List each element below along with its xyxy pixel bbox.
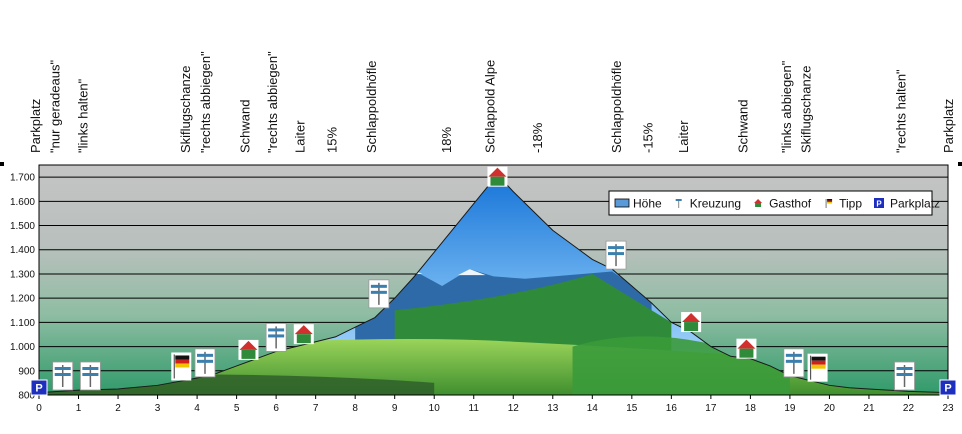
y-tick-label: 1.700 xyxy=(10,173,35,184)
x-tick-label: 23 xyxy=(942,403,954,414)
x-tick-label: 10 xyxy=(429,403,441,414)
house-icon xyxy=(238,339,259,360)
x-tick-label: 13 xyxy=(547,403,559,414)
parking-icon: P xyxy=(874,198,884,209)
svg-text:P: P xyxy=(35,383,42,395)
y-tick-label: 900 xyxy=(18,366,35,377)
route-annotation: Skiflugschanze xyxy=(178,66,193,153)
corner-mark xyxy=(0,162,4,166)
x-tick-label: 4 xyxy=(194,403,200,414)
y-tick-label: 800 xyxy=(18,391,35,402)
flag-icon xyxy=(825,199,833,208)
legend-label: Gasthof xyxy=(769,197,812,211)
x-tick-label: 6 xyxy=(273,403,279,414)
route-annotation: "rechts abbiegen" xyxy=(265,51,280,153)
route-annotation: 15% xyxy=(324,127,339,153)
route-annotation: 18% xyxy=(439,127,454,153)
route-annotation: Laiter xyxy=(676,120,691,153)
signpost-icon xyxy=(194,348,216,378)
signpost-icon xyxy=(894,361,915,391)
x-tick-label: 9 xyxy=(392,403,398,414)
parking-icon: P xyxy=(939,379,957,396)
route-annotation: -18% xyxy=(530,122,545,153)
signpost-icon xyxy=(265,323,287,352)
hoehe-swatch-icon xyxy=(614,198,630,208)
house-icon xyxy=(293,324,314,345)
route-annotation: "nur geradeaus" xyxy=(48,60,63,153)
legend-label: Höhe xyxy=(633,197,662,211)
x-tick-label: 20 xyxy=(824,403,836,414)
plot-frame xyxy=(38,164,949,396)
signpost-icon xyxy=(52,361,74,391)
y-tick-label: 1.300 xyxy=(10,269,35,280)
route-annotation: Parkplatz xyxy=(941,99,956,153)
svg-text:P: P xyxy=(876,200,882,209)
corner-mark xyxy=(958,162,962,166)
x-tick-label: 14 xyxy=(587,403,599,414)
signpost-icon xyxy=(675,199,682,208)
house-icon xyxy=(487,166,508,187)
route-annotation: -15% xyxy=(641,122,656,153)
y-tick-label: 1.400 xyxy=(10,245,35,256)
route-annotation: Laiter xyxy=(293,120,308,153)
y-axis: 800 900 1.000 1.100 1.200 1.300 1.400 1.500 1.60… xyxy=(10,173,35,402)
x-tick-label: 17 xyxy=(705,403,717,414)
route-annotation: Schwand xyxy=(237,100,252,153)
y-tick-label: 1.100 xyxy=(10,318,35,329)
x-tick-label: 0 xyxy=(36,403,42,414)
x-tick-label: 12 xyxy=(508,403,520,414)
x-tick-label: 18 xyxy=(745,403,757,414)
route-annotation: "links abbiegen" xyxy=(779,60,794,153)
signpost-icon xyxy=(605,240,627,270)
y-tick-label: 1.000 xyxy=(10,342,35,353)
x-tick-label: 21 xyxy=(863,403,875,414)
route-annotation: "links halten" xyxy=(75,78,90,153)
route-annotation: Parkplatz xyxy=(28,99,43,153)
legend-label: Parkplatz xyxy=(890,197,940,211)
legend: Höhe Kreuzung Gasthof Tipp P Parkplatz xyxy=(608,190,940,216)
route-annotation: Skiflugschanze xyxy=(799,66,814,153)
x-tick-label: 19 xyxy=(784,403,796,414)
route-annotation: Schlappoldhöfle xyxy=(364,60,379,153)
y-tick-label: 1.500 xyxy=(10,221,35,232)
x-tick-label: 2 xyxy=(115,403,121,414)
x-tick-label: 16 xyxy=(666,403,678,414)
legend-label: Tipp xyxy=(839,197,862,211)
route-annotation: "rechts abbiegen" xyxy=(198,51,213,153)
route-annotations: Parkplatz "nur geradeaus" "links halten" Sk… xyxy=(28,51,956,153)
snow-peak xyxy=(457,269,486,276)
x-tick-label: 5 xyxy=(234,403,240,414)
house-icon xyxy=(736,338,757,359)
route-annotation: Schwand xyxy=(735,100,750,153)
x-tick-label: 3 xyxy=(155,403,161,414)
svg-text:P: P xyxy=(944,383,951,395)
house-icon xyxy=(681,312,702,333)
flag-icon xyxy=(171,352,192,381)
x-tick-label: 8 xyxy=(352,403,358,414)
x-tick-label: 1 xyxy=(76,403,82,414)
x-tick-label: 15 xyxy=(626,403,638,414)
flag-icon xyxy=(807,353,828,382)
house-icon xyxy=(754,199,763,207)
x-tick-label: 7 xyxy=(313,403,319,414)
signpost-icon xyxy=(368,279,390,309)
route-annotation: "rechts halten" xyxy=(893,69,908,153)
y-tick-label: 1.600 xyxy=(10,197,35,208)
route-annotation: Schlappoldhöfle xyxy=(609,60,624,153)
y-tick-label: 1.200 xyxy=(10,294,35,305)
signpost-icon xyxy=(79,361,101,391)
x-tick-label: 22 xyxy=(903,403,915,414)
signpost-icon xyxy=(783,348,805,378)
x-tick-label: 11 xyxy=(469,403,480,414)
legend-label: Kreuzung xyxy=(690,197,741,211)
route-annotation: Schlappold Alpe xyxy=(482,60,497,153)
parking-icon: P xyxy=(30,379,48,396)
